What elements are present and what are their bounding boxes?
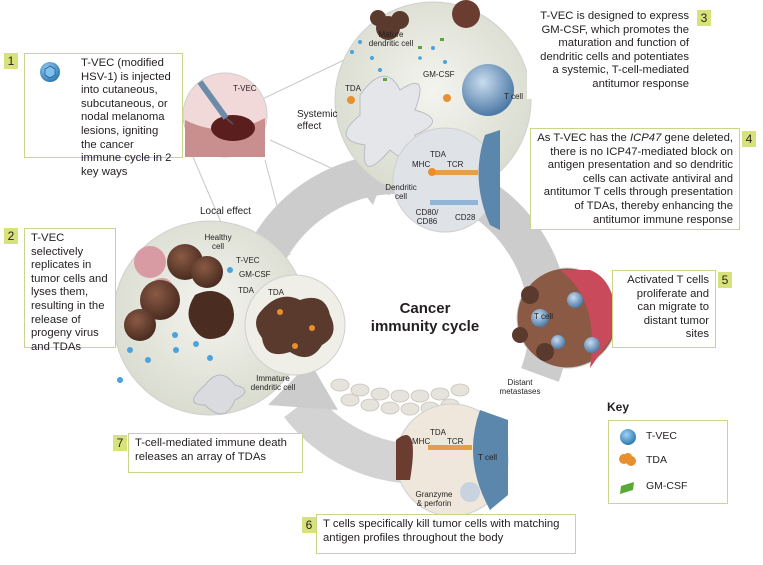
key-icons	[619, 429, 636, 494]
key-item-gmcsf: GM-CSF	[646, 480, 688, 492]
label-gmcsf-top: GM-CSF	[423, 70, 455, 79]
step-3-number: 3	[697, 10, 711, 26]
label-mhc-synapse: MHC	[412, 160, 431, 169]
label-tcr-synapse: TCR	[447, 160, 464, 169]
label-tda-zoom: TDA	[268, 288, 284, 297]
key-box	[608, 420, 728, 504]
tda-icon	[619, 453, 636, 466]
step-1-text: T-VEC (modified HSV-1) is injected into …	[81, 57, 172, 178]
step-1-box: T-VEC (modified HSV-1) is injected into …	[24, 53, 183, 178]
label-tda-local: TDA	[238, 286, 254, 295]
step-7-text: T-cell-mediated immune death releases an…	[135, 437, 287, 463]
label-distant-metastases: Distant metastases	[499, 378, 541, 396]
tvec-icon	[620, 429, 636, 445]
label-cd80: CD80/ CD86	[415, 208, 439, 226]
label-mhc-kill: MHC	[412, 437, 431, 446]
label-tda-top: TDA	[345, 84, 361, 93]
label-tcell-migrate: T cell	[534, 312, 553, 321]
migration-bubble	[512, 267, 618, 369]
key-item-tda: TDA	[646, 454, 667, 466]
label-tvec-local: T-VEC	[236, 256, 260, 265]
step-2-text: T-VEC selectively replicates in tumor ce…	[31, 232, 108, 353]
label-immature-dc: Immature dendritic cell	[250, 374, 296, 392]
step-6-text: T cells specifically kill tumor cells wi…	[323, 518, 560, 544]
tda-zoom-bubble	[244, 274, 346, 376]
step-7-number: 7	[113, 435, 127, 451]
distant-metastases-tissue	[330, 378, 470, 416]
kill-bubble	[395, 403, 509, 517]
label-tvec-injection: T-VEC	[233, 84, 257, 93]
label-cd28: CD28	[455, 213, 476, 222]
step-5-text: Activated T cells proliferate and can mi…	[627, 274, 709, 341]
label-tcell-top: T cell	[504, 92, 523, 101]
local-bubble	[112, 220, 346, 416]
step-7-box: T-cell-mediated immune death releases an…	[128, 433, 303, 473]
key-item-tvec: T-VEC	[646, 430, 677, 442]
label-tcell-kill: T cell	[478, 453, 497, 462]
step-3-box: T-VEC is designed to express GM-CSF, whi…	[527, 7, 695, 99]
center-title-line-2: immunity cycle	[370, 318, 480, 335]
label-tda-synapse: TDA	[430, 150, 446, 159]
step-1-number: 1	[4, 53, 18, 69]
local-effect-label: Local effect	[200, 206, 251, 217]
gmcsf-icon	[620, 482, 634, 494]
label-healthy-cell: Healthy cell	[204, 233, 232, 251]
step-4-number: 4	[742, 131, 756, 147]
step-4-text-post: gene deleted, there is no ICP47-mediated…	[543, 132, 733, 226]
step-3-text: T-VEC is designed to express GM-CSF, whi…	[540, 10, 689, 90]
step-6-box: T cells specifically kill tumor cells wi…	[316, 514, 576, 554]
label-tda-kill: TDA	[430, 428, 446, 437]
step-2-number: 2	[4, 228, 18, 244]
key-title: Key	[607, 400, 630, 414]
step-4-text-pre: As T-VEC has the	[537, 132, 630, 144]
step-5-box: Activated T cells proliferate and can mi…	[612, 270, 716, 348]
synapse-bubble	[392, 127, 500, 233]
injection-scene	[182, 72, 268, 158]
label-tcr-kill: TCR	[447, 437, 464, 446]
label-dendritic-cell: Dendritic cell	[385, 183, 417, 201]
step-4-gene-name: ICP47	[629, 132, 662, 144]
step-6-number: 6	[302, 517, 316, 533]
center-title: Cancer immunity cycle	[360, 300, 490, 336]
systemic-effect-label: Systemic effect	[297, 109, 338, 132]
tvec-icon	[40, 62, 60, 82]
center-title-line-1: Cancer	[399, 300, 451, 317]
label-gmcsf-local: GM-CSF	[239, 270, 271, 279]
step-4-box: As T-VEC has the ICP47 gene deleted, the…	[530, 128, 740, 230]
label-mature-dc: Mature dendritic cell	[368, 30, 414, 48]
label-granzyme: Granzyme & perforin	[415, 490, 453, 508]
step-2-box: T-VEC selectively replicates in tumor ce…	[24, 228, 116, 353]
step-5-number: 5	[718, 272, 732, 288]
